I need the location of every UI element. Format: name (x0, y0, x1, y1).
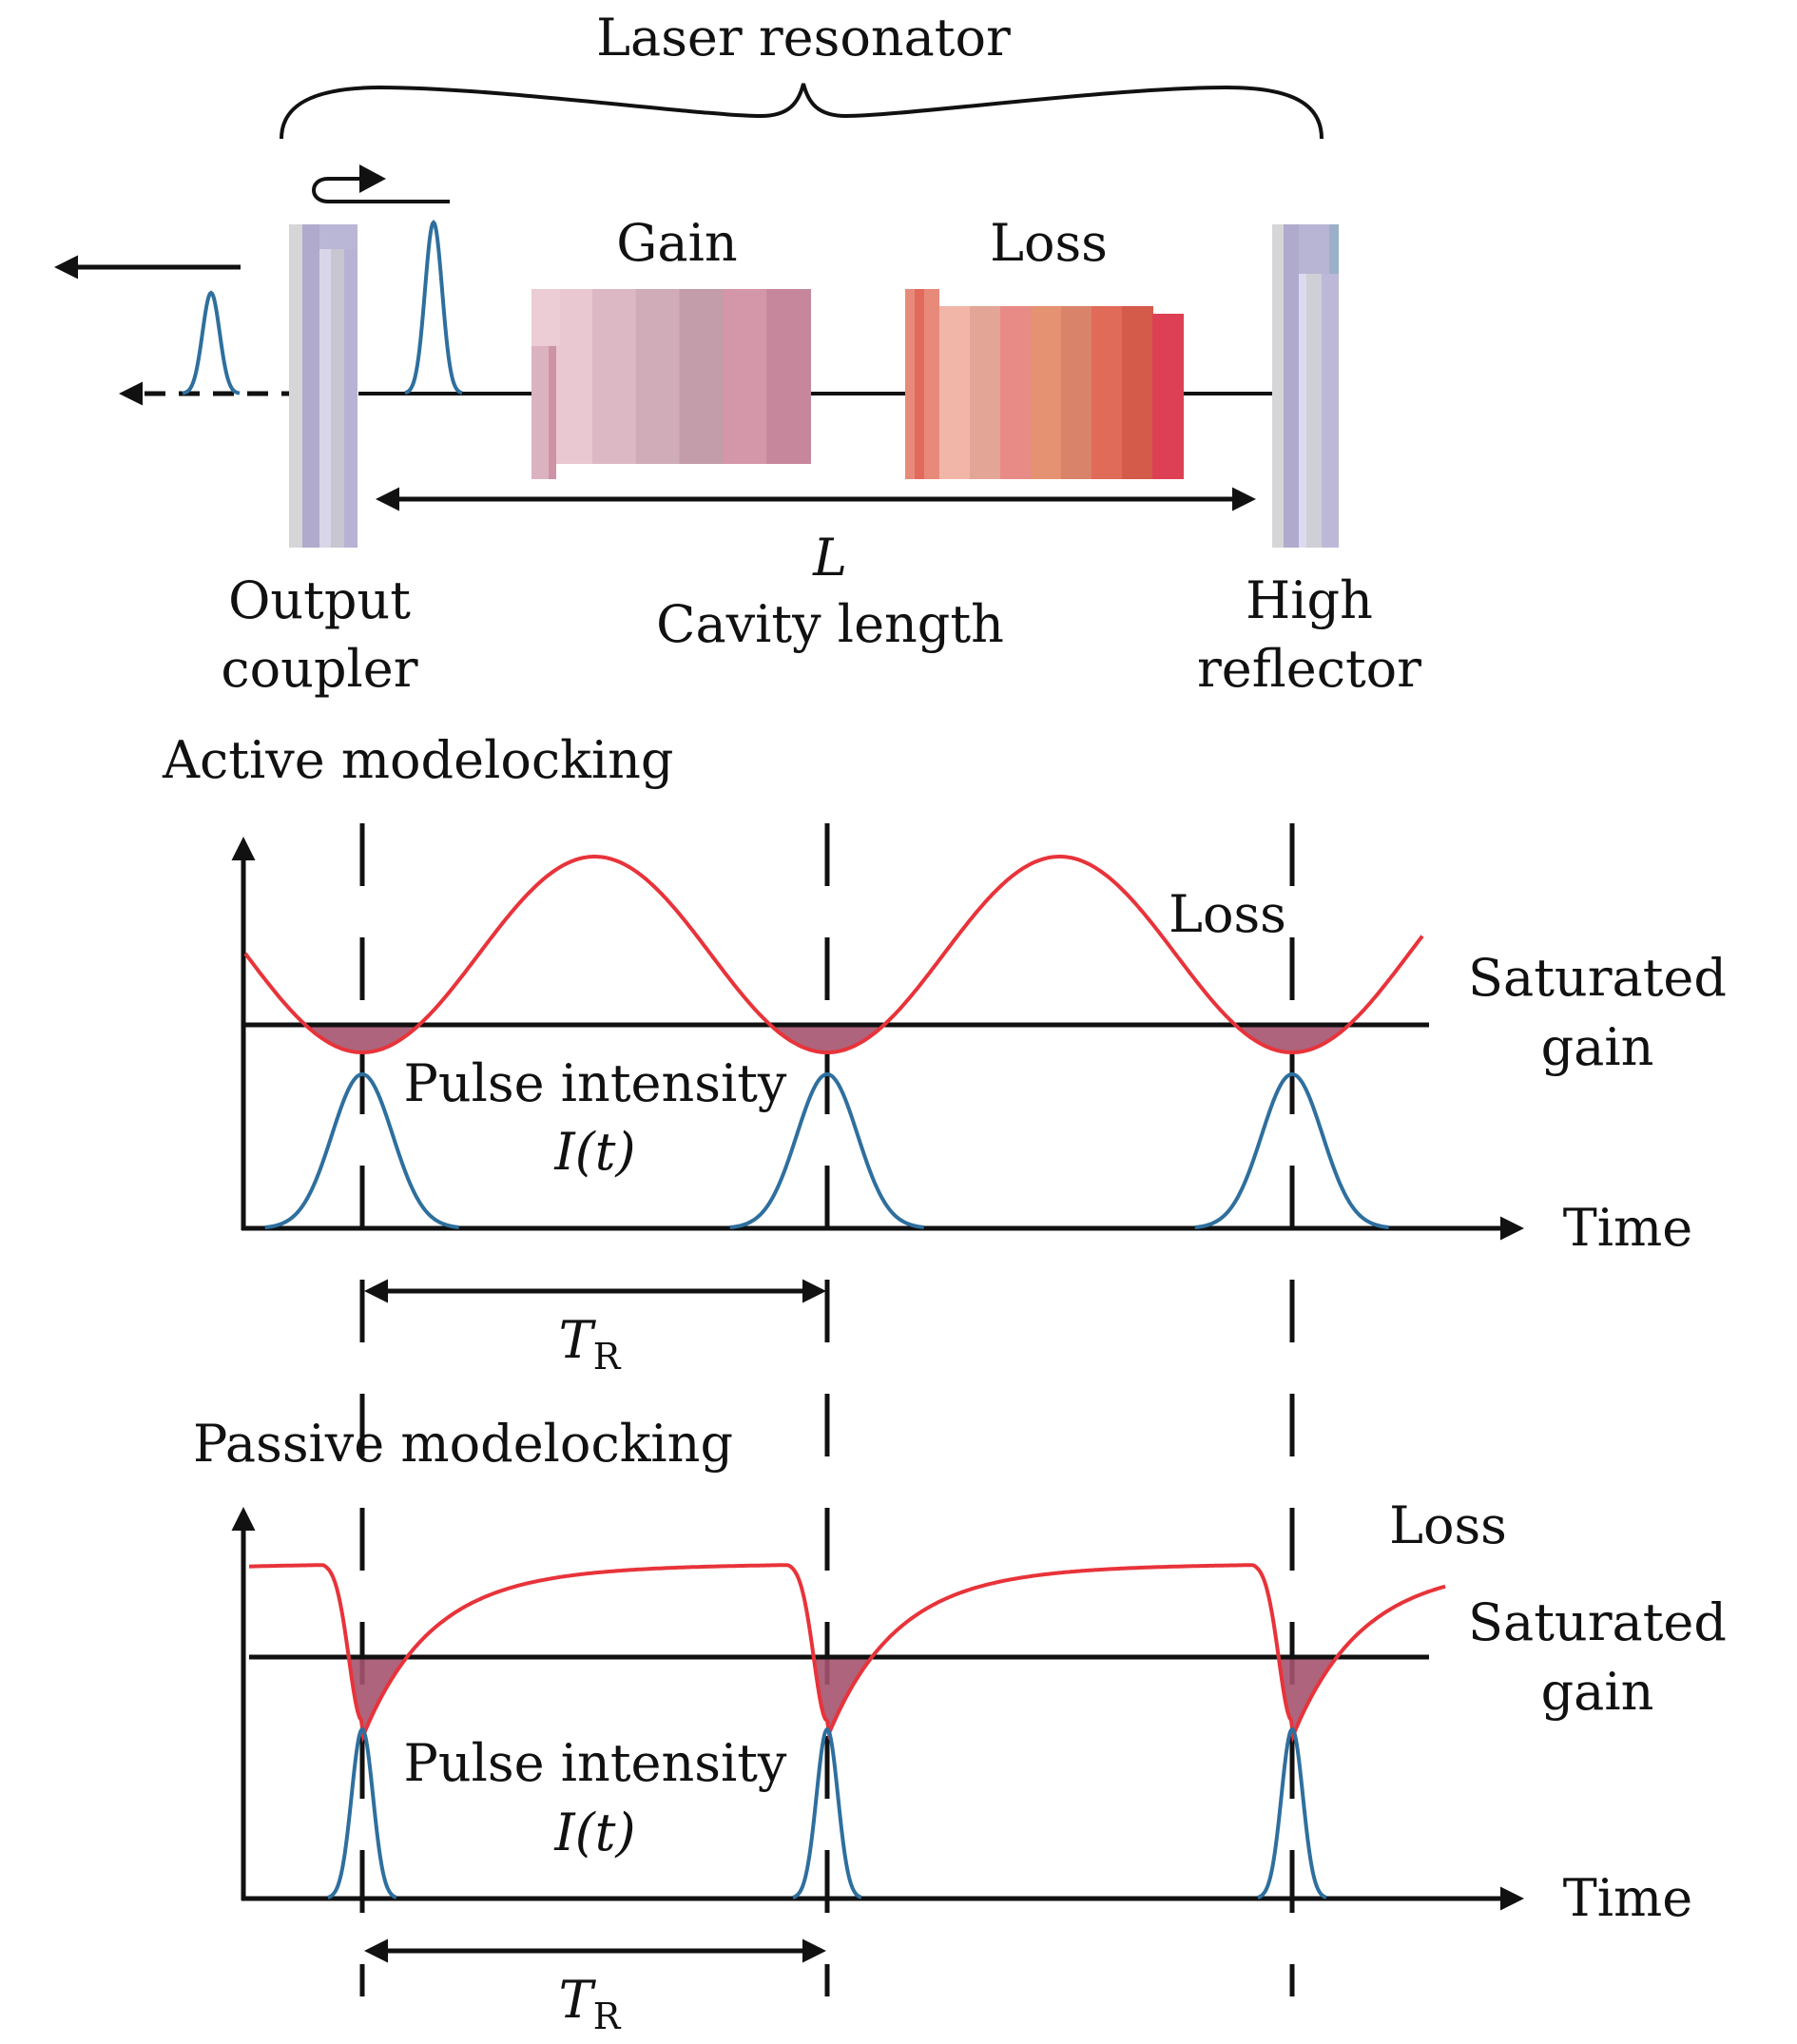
active-period-label: TR (559, 1310, 622, 1378)
active-net-gain-windows (306, 1025, 1348, 1052)
active-sat-gain-label-line1: Saturated (1468, 948, 1727, 1008)
passive-loss-curve (248, 1563, 1446, 1744)
passive-pulse-symbol: I(t) (553, 1803, 635, 1862)
gain-block-slice (723, 289, 768, 464)
pulse-intensity-curve (729, 1072, 924, 1229)
active-modelocking-chart: Active modelocking Time Loss Saturated g… (162, 730, 1727, 1378)
pulse-intensity-curve (1194, 1072, 1389, 1229)
loss-modulator (905, 289, 1184, 479)
passive-pulses (327, 1726, 1327, 1899)
loss-block-slice (939, 306, 971, 479)
active-pulse-label: Pulse intensity (404, 1053, 787, 1113)
gain-block-edge (531, 346, 549, 479)
loss-block-slice (970, 306, 1001, 479)
active-sat-gain-label-line2: gain (1541, 1017, 1654, 1077)
intracavity-pulse (404, 220, 463, 395)
active-pulses (264, 1072, 1389, 1229)
gain-block-edge-dark (549, 346, 556, 479)
pulse-intensity-curve (792, 1726, 862, 1899)
output-coupler-label-line2: coupler (221, 639, 417, 699)
passive-net-gain-windows (349, 1657, 1337, 1736)
gain-medium (531, 289, 811, 479)
net-gain-window (306, 1025, 418, 1052)
output-coupler-mirror (289, 224, 357, 548)
gain-block-slice (766, 289, 811, 464)
round-trip-arrow-icon (312, 177, 450, 203)
pulse-intensity-curve (1257, 1726, 1327, 1899)
active-loss-label: Loss (1169, 884, 1286, 944)
high-reflector-label-line2: reflector (1197, 639, 1421, 699)
loss-label: Loss (990, 213, 1108, 273)
gain-block-slice (591, 289, 637, 464)
loss-block-slice (1031, 306, 1062, 479)
passive-sat-gain-label-line2: gain (1541, 1662, 1654, 1722)
output-pulse (182, 290, 241, 395)
active-loss-curve (243, 855, 1424, 1054)
passive-loss-label: Loss (1389, 1495, 1507, 1555)
passive-period-label: TR (559, 1970, 622, 2037)
passive-title: Passive modelocking (193, 1414, 733, 1474)
active-x-axis-label: Time (1563, 1198, 1692, 1258)
gain-block-lip (531, 289, 560, 346)
loss-block-slice (1000, 306, 1032, 479)
length-symbol: L (812, 528, 847, 588)
resonator-brace (280, 83, 1324, 140)
laser-resonator-diagram: Laser resonator Gain Loss (54, 8, 1421, 699)
cavity-length-label: Cavity length (656, 594, 1004, 654)
gain-block-slice (635, 289, 681, 464)
output-coupler-label-line1: Output (228, 570, 411, 630)
net-gain-window (1236, 1025, 1348, 1052)
passive-sat-gain-label-line1: Saturated (1468, 1592, 1727, 1652)
loss-block-slice (1092, 306, 1123, 479)
high-reflector-label-line1: High (1246, 570, 1373, 630)
loss-block-slice (1061, 306, 1092, 479)
gain-block-slice (679, 289, 725, 464)
pulse-intensity-curve (327, 1726, 397, 1899)
loss-block-slice (1122, 306, 1153, 479)
passive-modelocking-chart: Passive modelocking Time Loss Saturated … (193, 1414, 1727, 2037)
period-guide-lines (359, 823, 1295, 1996)
passive-pulse-label: Pulse intensity (404, 1733, 787, 1793)
high-reflector-mirror (1272, 224, 1339, 548)
passive-x-axis-label: Time (1563, 1868, 1692, 1928)
resonator-title: Laser resonator (596, 8, 1011, 67)
loss-block-front-stripe (915, 289, 924, 479)
active-title: Active modelocking (162, 730, 673, 790)
pulse-intensity-curve (264, 1072, 459, 1229)
loss-block-slice (1152, 314, 1184, 479)
net-gain-window (771, 1025, 883, 1052)
gain-label: Gain (616, 213, 737, 273)
active-pulse-symbol: I(t) (553, 1122, 635, 1182)
round-trip-arrowhead (359, 164, 386, 193)
